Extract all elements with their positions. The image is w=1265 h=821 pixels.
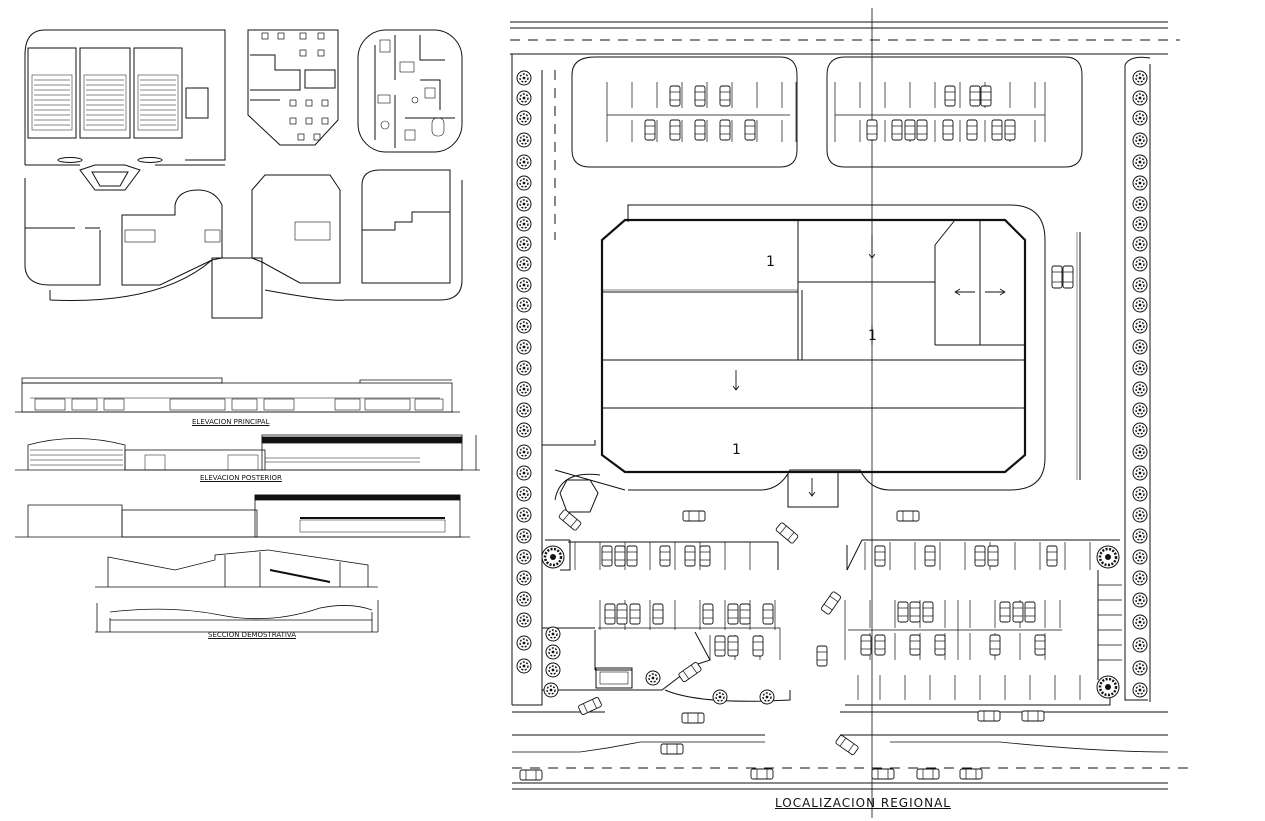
front-elevation-caption: ELEVACION PRINCIPAL xyxy=(192,418,270,426)
section-1 xyxy=(15,494,470,538)
rear-elevation-caption: ELEVACION POSTERIOR xyxy=(200,474,282,482)
block-number-1: 1 xyxy=(766,254,775,270)
block-number-2: 1 xyxy=(868,328,877,344)
section-2 xyxy=(95,549,378,588)
site-plan-caption: LOCALIZACION REGIONAL xyxy=(775,796,951,810)
block-number-3: 1 xyxy=(732,442,741,458)
section-3 xyxy=(95,600,379,633)
arrow-icon xyxy=(732,235,1006,497)
section-caption: SECCION DEMOSTRATIVA xyxy=(208,631,297,639)
elevation-rear xyxy=(15,434,480,471)
elevation-front xyxy=(15,377,460,413)
floor-plans xyxy=(24,29,463,319)
site-plan xyxy=(510,8,1190,818)
